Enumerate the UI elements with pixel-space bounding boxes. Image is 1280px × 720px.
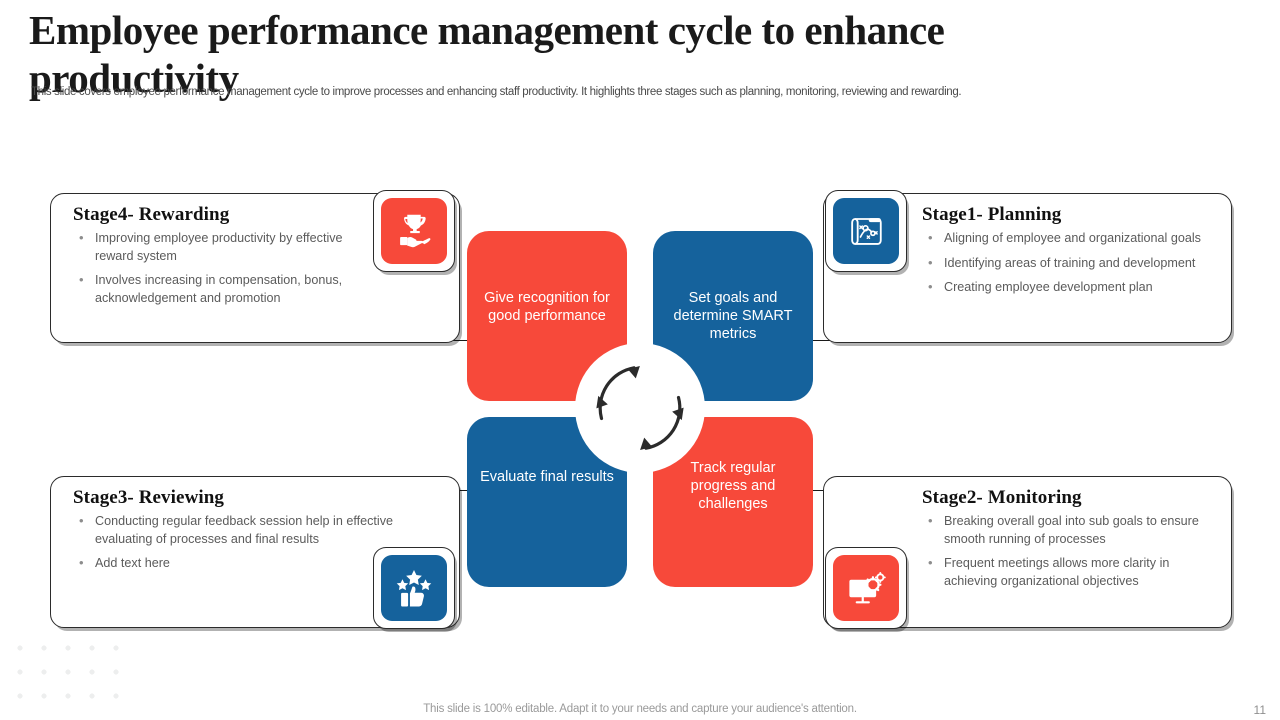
list-item: Creating employee development plan <box>922 278 1222 297</box>
card-heading: Stage2- Monitoring <box>922 487 1082 508</box>
icon-tile-stage4[interactable] <box>373 190 455 272</box>
cycle-quadrant-label: Set goals and determine SMART metrics <box>673 290 793 342</box>
thumbs-up-stars-icon <box>381 555 447 621</box>
list-item: Improving employee productivity by effec… <box>73 229 383 265</box>
list-item: Involves increasing in compensation, bon… <box>73 271 383 307</box>
list-item: Aligning of employee and organizational … <box>922 229 1222 248</box>
cycle-quadrant-label: Evaluate final results <box>480 469 614 485</box>
card-heading: Stage1- Planning <box>922 204 1062 225</box>
list-item: Frequent meetings allows more clarity in… <box>922 554 1222 590</box>
bullet-list: Improving employee productivity by effec… <box>73 229 383 307</box>
cycle-quadrant-label: Track regular progress and challenges <box>690 460 776 512</box>
list-item: Identifying areas of training and develo… <box>922 254 1222 273</box>
footer-note: This slide is 100% editable. Adapt it to… <box>423 703 857 715</box>
list-item: Breaking overall goal into sub goals to … <box>922 512 1222 548</box>
card-body: Stage2- Monitoring Breaking overall goal… <box>922 487 1222 597</box>
card-heading: Stage4- Rewarding <box>73 204 230 225</box>
monitor-gears-icon <box>833 555 899 621</box>
card-body: Stage4- Rewarding Improving employee pro… <box>73 204 383 314</box>
dot-pattern-decoration <box>8 636 120 702</box>
bullet-list: Aligning of employee and organizational … <box>922 229 1222 297</box>
page-title: Employee performance management cycle to… <box>29 7 945 101</box>
card-body: Stage3- Reviewing Conducting regular fee… <box>73 487 393 580</box>
list-item: Add text here <box>73 554 393 573</box>
icon-tile-stage1[interactable] <box>825 190 907 272</box>
bullet-list: Conducting regular feedback session help… <box>73 512 393 573</box>
page-subtitle: This slide covers employee performance m… <box>31 86 962 98</box>
card-heading: Stage3- Reviewing <box>73 487 225 508</box>
circular-arrows-cycle-icon <box>575 343 705 473</box>
page-number: 11 <box>1253 703 1266 717</box>
blueprint-strategy-icon <box>833 198 899 264</box>
bullet-list: Breaking overall goal into sub goals to … <box>922 512 1222 590</box>
cycle-quadrant-label: Give recognition for good performance <box>484 290 610 324</box>
icon-tile-stage2[interactable] <box>825 547 907 629</box>
card-body: Stage1- Planning Aligning of employee an… <box>922 204 1222 304</box>
trophy-in-hand-icon <box>381 198 447 264</box>
list-item: Conducting regular feedback session help… <box>73 512 393 548</box>
icon-tile-stage3[interactable] <box>373 547 455 629</box>
